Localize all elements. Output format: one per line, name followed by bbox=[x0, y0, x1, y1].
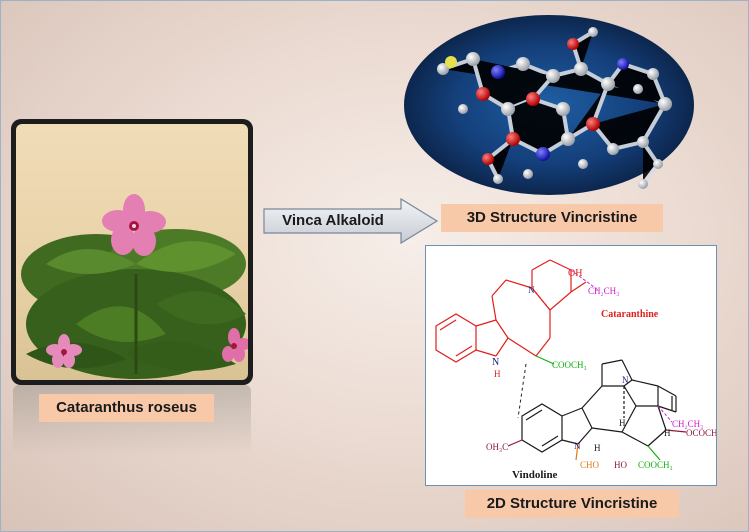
plant-photo-frame bbox=[11, 119, 253, 385]
vinca-alkaloid-arrow: Vinca Alkaloid bbox=[263, 197, 439, 245]
methoxy-label: OH₃C bbox=[486, 442, 508, 452]
ethyl-top-label: CH₂CH₃ bbox=[588, 286, 619, 296]
catharanthus-illustration bbox=[21, 194, 248, 379]
upper-n-label: N bbox=[528, 285, 535, 295]
vincristine-3d-model bbox=[403, 14, 695, 197]
indole-h-label: H bbox=[494, 369, 501, 379]
cooch3-top-label: COOCH₃ bbox=[552, 360, 587, 370]
h-label-2: H bbox=[594, 443, 601, 453]
vindoline-label: Vindoline bbox=[512, 469, 558, 481]
indole-n-label: N bbox=[492, 357, 499, 368]
ethyl-bottom-label: CH₂CH₃ bbox=[672, 419, 703, 429]
structure-2d-drawing: OH CH₂CH₃ Cataranthine COOCH₃ N H N N OH… bbox=[435, 259, 721, 481]
structure-3d-label: 3D Structure Vincristine bbox=[441, 204, 663, 232]
ococh3-label: OCOCH₃ bbox=[686, 428, 716, 438]
plant-photo bbox=[16, 124, 248, 380]
cho-label: CHO bbox=[580, 460, 600, 470]
arrow-label: Vinca Alkaloid bbox=[282, 212, 384, 229]
h-label-1: H bbox=[619, 418, 626, 428]
cooch3-bottom-label: COOCH₃ bbox=[638, 460, 673, 470]
ho-label: HO bbox=[614, 460, 627, 470]
arrow-right-icon bbox=[263, 197, 439, 245]
structure-2d-label: 2D Structure Vincristine bbox=[465, 490, 679, 518]
oh-top-label: OH bbox=[568, 268, 582, 279]
cataranthine-label: Cataranthine bbox=[601, 309, 659, 320]
vincristine-2d-structure: OH CH₂CH₃ Cataranthine COOCH₃ N H N N OH… bbox=[425, 245, 721, 486]
plant-name-label: Cataranthus roseus bbox=[39, 394, 214, 422]
h-label-3: H bbox=[664, 428, 671, 438]
molecule-3d-illustration bbox=[404, 15, 694, 195]
ring-n-label: N bbox=[622, 375, 629, 385]
vindoline-n-label: N bbox=[574, 441, 581, 451]
